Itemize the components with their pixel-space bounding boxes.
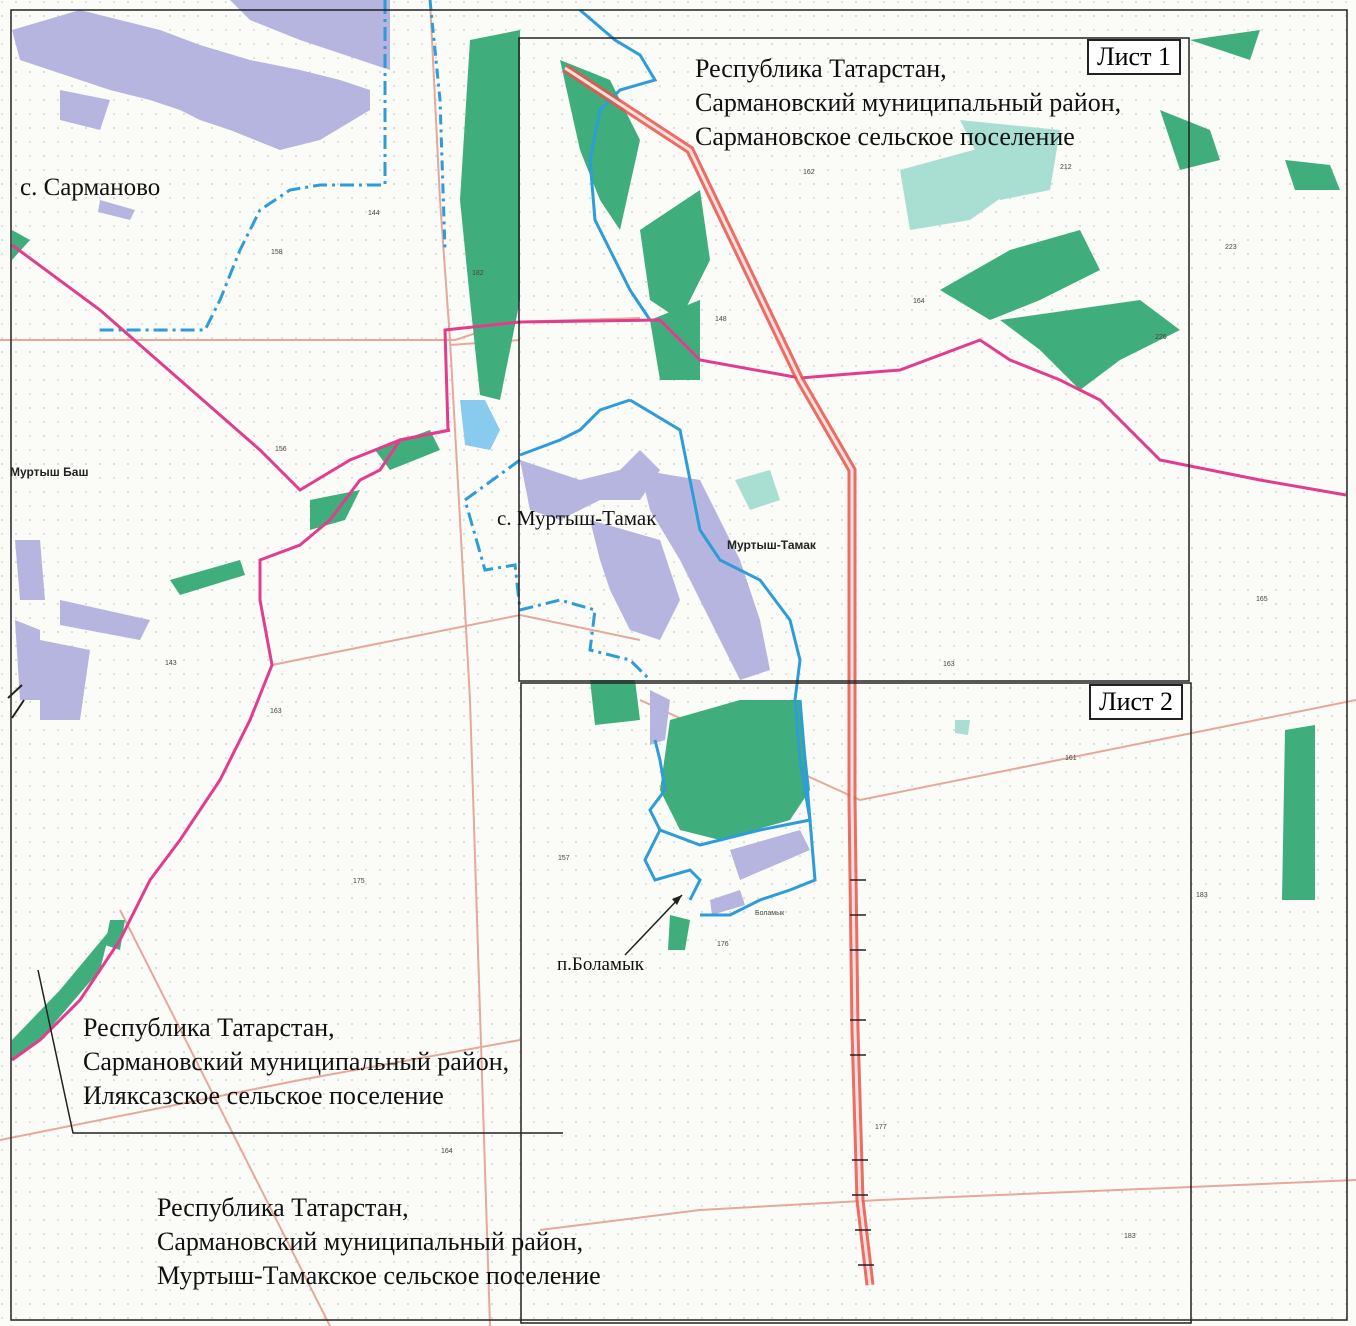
elevation-mark: 182 bbox=[472, 270, 484, 277]
elevation-mark: 163 bbox=[270, 708, 282, 715]
edge-mark-2 bbox=[11, 699, 25, 719]
elevation-mark: 183 bbox=[1124, 1233, 1136, 1240]
settlement-boundaries-solid bbox=[519, 8, 817, 917]
elevation-mark: 158 bbox=[271, 249, 283, 256]
pipeline-ticks bbox=[850, 879, 874, 1266]
region-ilyaksazskoe: Республика Татарстан, Сармановский муниц… bbox=[83, 1013, 510, 1110]
place-sarmanovo: с. Сарманово bbox=[20, 174, 161, 201]
elevation-mark: 165 bbox=[1256, 596, 1268, 603]
sheet-2-frame bbox=[520, 682, 1192, 1324]
place-bolamyk-map: Боламык bbox=[755, 910, 785, 917]
settlement-boundaries bbox=[95, 0, 652, 682]
elevation-mark: 223 bbox=[1225, 244, 1237, 251]
region-sarmanovskoe: Республика Татарстан, Сармановский муниц… bbox=[695, 54, 1122, 151]
elevation-mark: 143 bbox=[165, 660, 177, 667]
place-murtysh-tamak-map: Муртыш-Тамак bbox=[727, 538, 816, 552]
elevation-mark: 163 bbox=[943, 661, 955, 668]
place-murtysh-tamak-village: с. Муртыш-Тамак bbox=[497, 506, 657, 530]
forest-areas bbox=[12, 30, 1340, 1060]
elevation-mark: 162 bbox=[803, 169, 815, 176]
elevation-mark: 164 bbox=[913, 298, 925, 305]
elevation-mark: 144 bbox=[368, 210, 380, 217]
elevation-mark: 157 bbox=[558, 855, 570, 862]
elevation-mark: 177 bbox=[875, 1124, 887, 1131]
elevation-mark: 161 bbox=[1065, 755, 1077, 762]
map-outer-frame bbox=[10, 9, 1348, 1321]
region-murtysh-tamakskoe: Республика Татарстан, Сармановский муниц… bbox=[157, 1193, 601, 1290]
pond bbox=[460, 400, 500, 450]
elevation-mark: 148 bbox=[715, 316, 727, 323]
settlement-blocks bbox=[12, 0, 810, 915]
elevation-mark: 226 bbox=[1155, 334, 1167, 341]
elevation-mark: 176 bbox=[717, 941, 729, 948]
bolamyk-pointer bbox=[624, 894, 683, 956]
district-boundaries bbox=[11, 243, 1347, 1062]
elevation-mark: 156 bbox=[275, 446, 287, 453]
elevation-mark: 175 bbox=[353, 878, 365, 885]
ilyaksazskoe-leader-line bbox=[37, 969, 563, 1134]
place-bolamyk: п.Боламык bbox=[557, 954, 645, 975]
pipeline-route bbox=[562, 64, 875, 1286]
elevation-mark: 212 bbox=[1060, 164, 1072, 171]
place-murtysh-bash: Муртыш Баш bbox=[10, 465, 89, 479]
elevation-mark: 183 bbox=[1196, 892, 1208, 899]
elevation-mark: 164 bbox=[441, 1148, 453, 1155]
edge-mark-1 bbox=[7, 684, 23, 699]
sheet-frames bbox=[518, 37, 1192, 1324]
light-vegetation bbox=[735, 120, 1060, 735]
sheet-2-label: Лист 2 bbox=[1089, 684, 1183, 720]
sheet-1-frame bbox=[518, 37, 1190, 682]
sheet-1-label: Лист 1 bbox=[1087, 39, 1181, 75]
bolamyk-pointer-arrowhead bbox=[672, 895, 682, 905]
